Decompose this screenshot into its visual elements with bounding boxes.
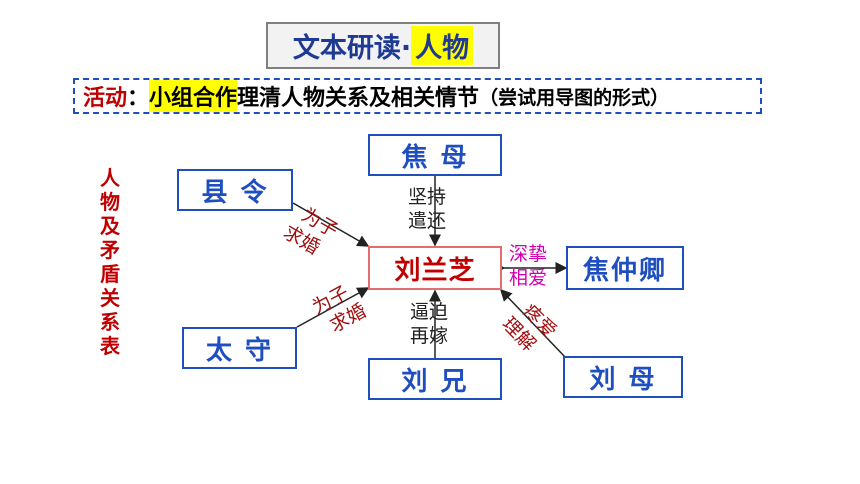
edge-label-line: 再嫁 <box>410 325 449 347</box>
side-label: 人 物 及 矛 盾 关 系 表 <box>95 166 125 358</box>
node-xianling: 县 令 <box>177 169 293 211</box>
node-taishou: 太 守 <box>182 327 297 369</box>
node-liuxiong: 刘 兄 <box>368 358 502 400</box>
arrow-liumu <box>499 288 567 359</box>
edge-label-line: 相爱 <box>509 267 548 289</box>
title-box: 文本研读·人物 <box>266 22 500 69</box>
node-center: 刘兰芝 <box>368 246 502 290</box>
activity-banner: 活动：小组合作理清人物关系及相关情节（尝试用导图的形式） <box>73 78 762 114</box>
activity-text: 理清人物关系及相关情节 <box>237 86 480 111</box>
activity-highlight: 小组合作 <box>149 80 238 112</box>
arrow-taishou <box>296 287 370 328</box>
side-label-char: 盾 <box>100 262 120 286</box>
node-jiaozhongqing: 焦仲卿 <box>566 246 684 290</box>
side-label-char: 表 <box>100 334 120 358</box>
side-label-char: 及 <box>100 214 120 238</box>
side-label-char: 物 <box>100 190 120 214</box>
side-label-char: 矛 <box>100 238 120 262</box>
activity-colon: ： <box>127 86 150 111</box>
node-jiaomu: 焦 母 <box>368 134 502 176</box>
edge-label-line: 坚持 <box>408 186 447 208</box>
title-main: 文本研读· <box>292 33 412 64</box>
edge-label-line: 遣还 <box>408 210 447 232</box>
edge-label-jiaomu: 坚持 遣还 <box>408 185 446 233</box>
edge-label-line: 逼迫 <box>410 301 449 323</box>
arrow-xianling <box>292 202 370 247</box>
edge-label-line: 深挚 <box>509 243 548 265</box>
activity-note: （尝试用导图的形式） <box>479 86 670 109</box>
side-label-char: 人 <box>100 166 120 190</box>
edge-label-liuxiong: 逼迫 再嫁 <box>410 300 448 348</box>
page-title: 文本研读·人物 <box>268 24 498 67</box>
activity-label: 活动 <box>83 86 128 111</box>
title-highlight: 人物 <box>411 26 474 65</box>
edge-label-jiaozhongqing: 深挚 相爱 <box>509 242 547 290</box>
side-label-char: 系 <box>100 310 120 334</box>
node-liumu: 刘 母 <box>563 356 683 398</box>
side-label-char: 关 <box>100 286 120 310</box>
